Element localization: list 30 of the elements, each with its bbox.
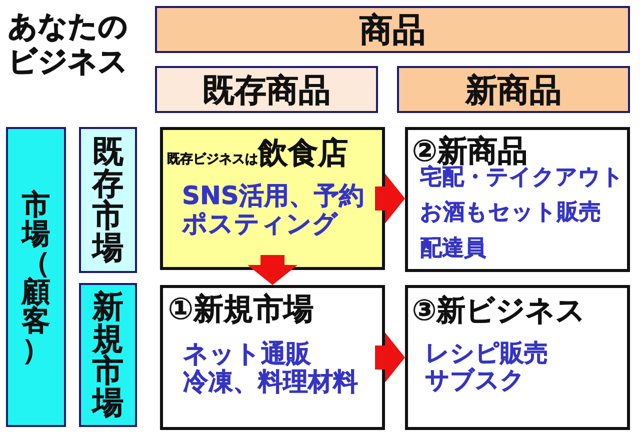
quadrant-title: ①新規市場 bbox=[168, 294, 314, 326]
header-box bbox=[79, 127, 137, 273]
header-box bbox=[155, 6, 630, 53]
idea-text: 宅配・テイクアウト bbox=[420, 166, 624, 190]
idea-text: ポスティング bbox=[182, 209, 338, 239]
header-label: 既存市場 bbox=[92, 136, 124, 264]
idea-text: 配達員 bbox=[420, 237, 486, 261]
quadrant-title: ③新ビジネス bbox=[412, 294, 586, 326]
idea-text: SNS活用、予約 bbox=[182, 181, 364, 211]
header-box bbox=[155, 66, 378, 113]
title: あなたのビジネス bbox=[8, 9, 129, 79]
intro-text: 既存ビジネスは bbox=[167, 152, 258, 167]
header-box bbox=[79, 283, 137, 427]
header-label: 商品 bbox=[360, 13, 426, 46]
header-box bbox=[397, 66, 630, 113]
header-label: 新商品 bbox=[466, 74, 562, 106]
quadrant-box bbox=[405, 127, 630, 272]
header-label: 市場（顧客） bbox=[22, 190, 50, 364]
idea-text: 冷凍、料理材料 bbox=[183, 368, 358, 396]
idea-text: ネット通販 bbox=[183, 340, 311, 368]
quadrant-box bbox=[160, 285, 385, 430]
idea-text: お酒もセット販売 bbox=[420, 201, 601, 225]
quadrant-title: 飲食店 bbox=[258, 136, 348, 172]
idea-text: サブスク bbox=[425, 367, 525, 393]
quadrant-box bbox=[405, 285, 630, 430]
header-label: 既存商品 bbox=[202, 74, 330, 106]
header-box bbox=[6, 127, 66, 427]
idea-text: レシピ販売 bbox=[425, 340, 548, 366]
quadrant-box bbox=[160, 127, 385, 270]
header-label: 新規市場 bbox=[92, 290, 124, 420]
